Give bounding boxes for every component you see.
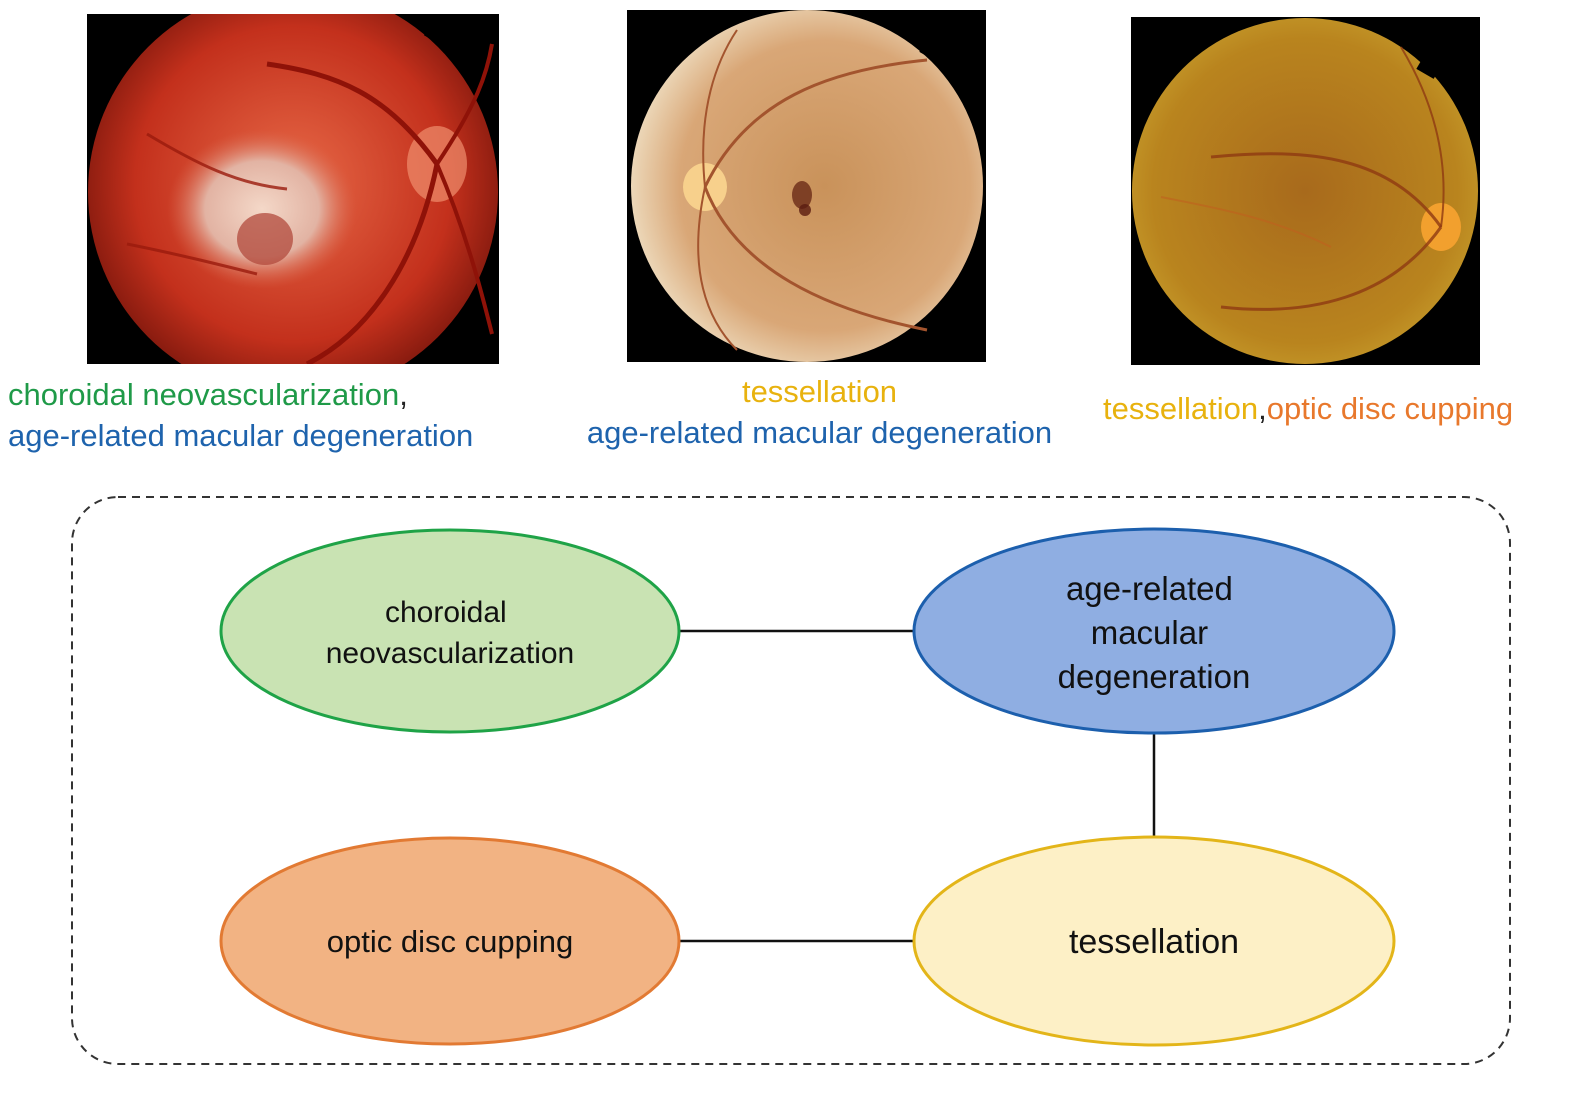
node-optic-disc-cupping: optic disc cupping [219,836,681,1046]
svg-text:choroidal neovasculariza: choroidal neovascularization [326,596,574,670]
node-amd-shape [912,527,1396,735]
fundus-tessellation-odc-photo [1132,18,1478,364]
node-odc-shape [219,836,681,1046]
caption-segment: tessellation [741,374,898,409]
node-age-related-macular-degeneration: age-related macular degeneration [912,527,1396,735]
caption-segment: age-related macular degeneration [586,415,1053,450]
caption-line: tessellation [562,371,1077,412]
fundus-image-3 [1131,17,1480,365]
svg-text:tessellation: tessellation [1069,923,1239,961]
node-choroidal-neovascularization: choroidal neovascularization [219,528,681,734]
node-cnv-shape [219,528,681,734]
fundus-caption-3: tessellation,optic disc cupping [1103,388,1513,429]
node-tessellation-label: tessellation [1069,923,1239,961]
svg-text:optic disc cupping: optic disc cupping [327,924,573,959]
caption-line: tessellation,optic disc cupping [1103,388,1513,429]
fundus-image-1 [87,14,499,364]
node-tessellation: tessellation [912,835,1396,1047]
diagram-frame [71,496,1511,1065]
node-amd-label-line3: degeneration [1058,658,1251,695]
node-odc-label: optic disc cupping [327,924,573,959]
fundus-caption-2: tessellation age-related macular degenera… [562,371,1077,453]
caption-line: choroidal neovascularization, [8,374,473,415]
node-cnv-label-line2: neovascularization [326,637,574,670]
node-tessellation-shape [912,835,1396,1047]
caption-segment: choroidal neovascularization [8,377,400,412]
caption-segment: optic disc cupping [1266,391,1514,426]
fundus-caption-1: choroidal neovascularization,age-related… [8,374,473,456]
caption-segment: , [1258,391,1267,426]
fundus-image-2 [627,10,986,362]
node-cnv-label-line1: choroidal [385,596,507,629]
caption-segment: , [399,377,408,412]
svg-text:age-related macular: age-related macular degeneration [1058,570,1251,695]
caption-line: age-related macular degeneration [8,415,473,456]
fundus-tessellation-amd-photo [631,10,983,362]
node-amd-label-line2: macular [1091,614,1208,651]
caption-segment: tessellation [1103,391,1259,426]
caption-line: age-related macular degeneration [562,412,1077,453]
fundus-cnv-amd-photo [88,14,498,364]
caption-segment: age-related macular degeneration [8,418,474,453]
node-amd-label-line1: age-related [1066,570,1233,607]
